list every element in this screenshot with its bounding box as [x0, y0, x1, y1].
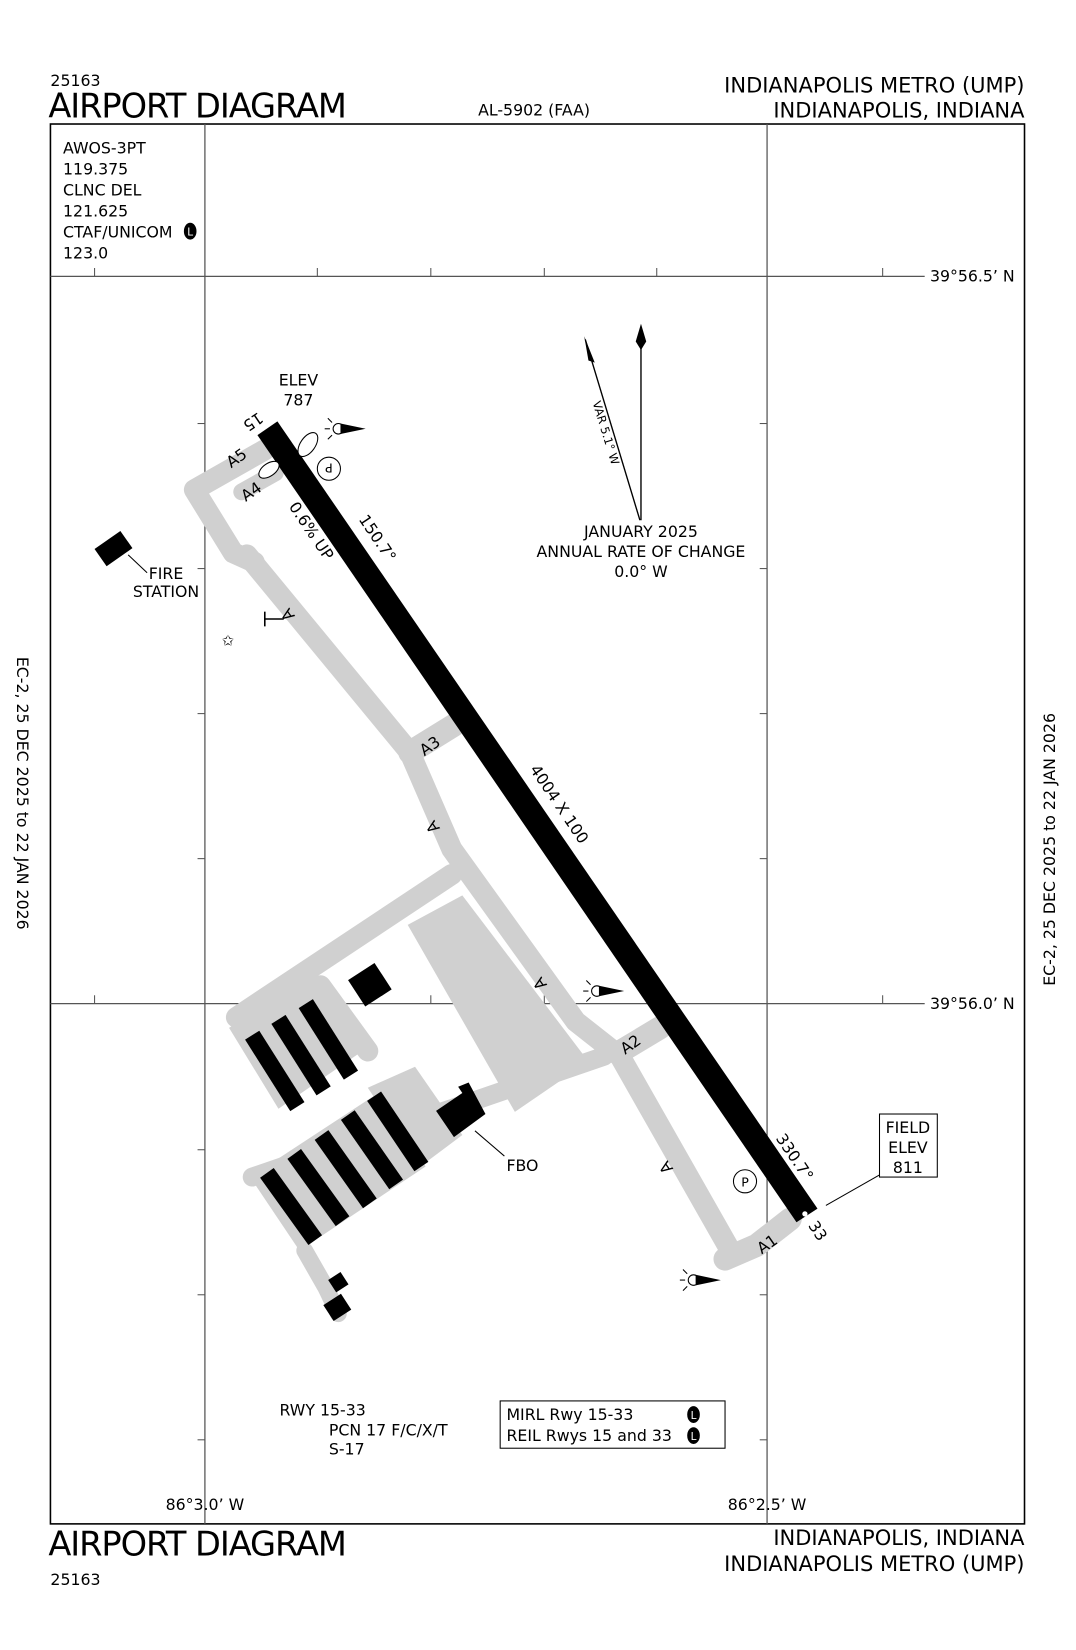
chart-number-bottom: 25163 [50, 1570, 100, 1589]
field-elev-leader [825, 1174, 880, 1206]
grid-ticks [94, 267, 884, 1441]
reil-light-icon [324, 417, 366, 440]
chart-title-bottom: AIRPORT DIAGRAM [48, 1524, 346, 1563]
runway-15-33 [257, 421, 818, 1223]
freq-clnc-label: CLNC DEL [63, 180, 142, 199]
airport-name-top: INDIANAPOLIS METRO (UMP) [724, 72, 1024, 97]
svg-text:L: L [187, 226, 193, 238]
lighting-mirl: MIRL Rwy 15-33 [506, 1405, 633, 1424]
small-building [328, 1271, 349, 1293]
building [348, 962, 392, 1007]
effective-dates-right: EC-2, 25 DEC 2025 to 22 JAN 2026 [1040, 713, 1059, 986]
runway-end-33: 33 [804, 1217, 831, 1244]
magnetic-variation: VAR 5.1° W [590, 399, 623, 467]
beacon-star-icon: ✩ [222, 632, 235, 649]
hot-spot-oval [258, 460, 280, 479]
field-elev-line1: FIELD [886, 1118, 931, 1137]
lighting-badge-icon: L [687, 1406, 700, 1423]
parking-icon: P [732, 1169, 758, 1194]
svg-text:P: P [741, 1175, 749, 1190]
field-elev-point [802, 1211, 808, 1217]
runway-info-3: S-17 [329, 1440, 365, 1459]
freq-awos-value: 119.375 [63, 159, 128, 178]
freq-awos-label: AWOS-3PT [63, 138, 146, 157]
field-elev-box [878, 1113, 938, 1178]
lat-bottom-label: 39°56.0’ N [930, 994, 1015, 1013]
location-top: INDIANAPOLIS, INDIANA [773, 98, 1025, 123]
hangar-rows [245, 999, 429, 1246]
fire-station-label-2: STATION [133, 582, 199, 601]
fbo-building [436, 1082, 486, 1138]
lon-right-label: 86°2.5’ W [728, 1495, 807, 1514]
svg-text:L: L [691, 1431, 697, 1443]
fbo-label: FBO [506, 1156, 538, 1175]
runway-end-15: 15 [240, 408, 267, 435]
freq-ctaf-label: CTAF/UNICOM [63, 223, 172, 242]
fbo-leader [474, 1130, 505, 1157]
lighting-box [499, 1400, 726, 1449]
runway-info-1: RWY 15-33 [280, 1401, 366, 1420]
reil-light-icon [583, 980, 625, 1002]
chart-border [49, 123, 1026, 1525]
reil-light-icon [679, 1269, 721, 1291]
small-building [323, 1293, 352, 1322]
procedure-id: AL-5902 (FAA) [478, 101, 590, 120]
lighting-badge-icon: L [687, 1427, 700, 1445]
freq-clnc-value: 121.625 [63, 201, 128, 220]
fire-station-building [94, 530, 133, 567]
chart-number-top: 25163 [50, 71, 100, 90]
effective-dates-left: EC-2, 25 DEC 2025 to 22 JAN 2026 [13, 657, 32, 930]
elev-value: 787 [283, 391, 313, 410]
location-bottom: INDIANAPOLIS, INDIANA [773, 1525, 1025, 1550]
fire-station-leader [127, 554, 148, 574]
magnetic-rate-label: ANNUAL RATE OF CHANGE [537, 542, 746, 561]
hot-spot-oval [297, 432, 319, 458]
lon-left-label: 86°3.0’ W [166, 1495, 245, 1514]
field-elev-line2: ELEV [888, 1138, 928, 1157]
north-arrow-icon [584, 323, 647, 521]
fire-station-label-1: FIRE [149, 564, 184, 583]
runway-info-2: PCN 17 F/C/X/T [329, 1421, 448, 1440]
svg-text:P: P [325, 460, 333, 475]
magnetic-date: JANUARY 2025 [583, 522, 698, 541]
elev-label: ELEV [279, 371, 319, 390]
magnetic-rate: 0.0° W [614, 562, 668, 581]
svg-text:L: L [691, 1410, 697, 1422]
windcone-icon [264, 611, 284, 627]
field-elev-value: 811 [893, 1158, 923, 1177]
freq-ctaf-value: 123.0 [63, 244, 108, 263]
parking-icon: P [316, 456, 341, 481]
lat-top-label: 39°56.5’ N [930, 267, 1015, 286]
lighting-reil: REIL Rwys 15 and 33 [506, 1426, 671, 1445]
chart-title-top: AIRPORT DIAGRAM [48, 87, 346, 126]
lighting-badge-icon: L [183, 222, 197, 240]
airport-name-bottom: INDIANAPOLIS METRO (UMP) [724, 1551, 1024, 1576]
